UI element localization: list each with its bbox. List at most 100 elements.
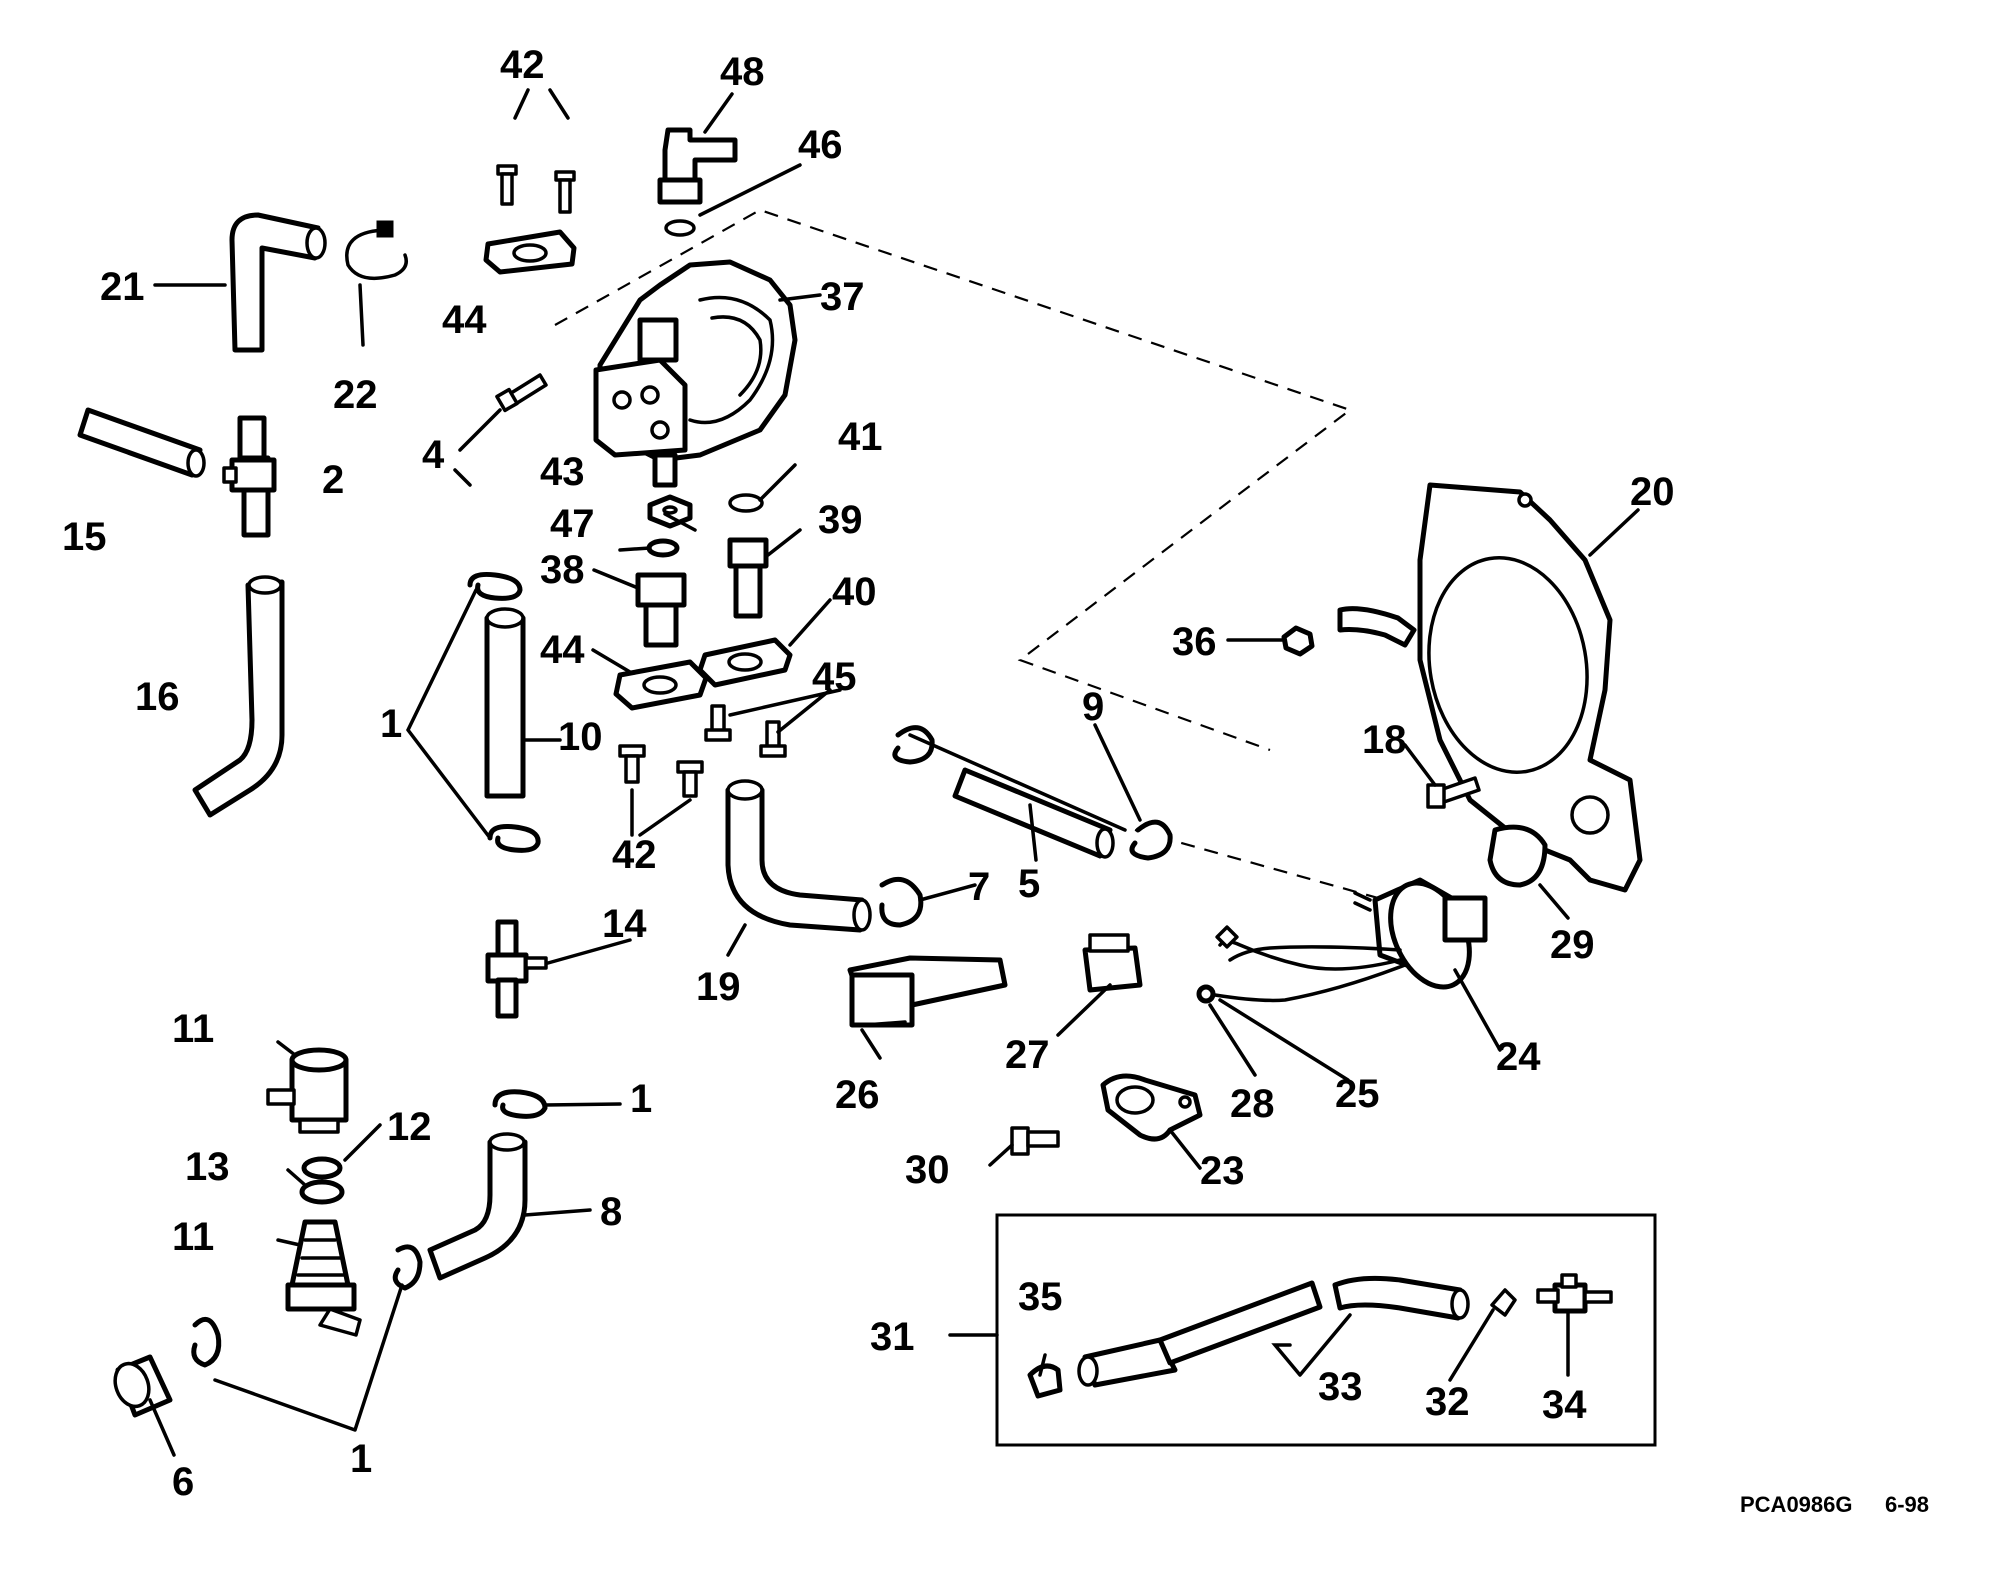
part-44-gasket-top: [483, 229, 577, 275]
callout-18: 18: [1362, 718, 1407, 762]
callout-39: 39: [818, 498, 863, 542]
callout-47: 47: [550, 502, 595, 546]
callout-38: 38: [540, 548, 585, 592]
part-2-tee-fitting: [222, 415, 277, 538]
callout-5: 5: [1018, 862, 1040, 906]
part-16-hose: [192, 575, 285, 818]
part-47-o-ring: [646, 538, 680, 558]
part-25-wire-leads: [1213, 939, 1407, 1003]
figure-code: PCA0986G: [1740, 1492, 1853, 1517]
part-10-hose: [484, 607, 526, 799]
callout-10: 10: [558, 715, 603, 759]
part-36-nut: [1281, 625, 1315, 657]
part-48-elbow-fitting: [657, 127, 738, 205]
callout-28: 28: [1230, 1082, 1275, 1126]
part-41-o-ring: [728, 493, 764, 513]
part-43-nut: [647, 494, 693, 529]
part-38-fitting: [635, 572, 687, 648]
callout-42-top: 42: [500, 43, 545, 87]
callout-37: 37: [820, 275, 865, 319]
callout-23: 23: [1200, 1149, 1245, 1193]
callout-42-lower: 42: [612, 833, 657, 877]
callout-labels: 42 48 46 37 21 44 22 4 2 15 41 43 39 47 …: [62, 43, 1675, 1504]
callout-24: 24: [1496, 1035, 1541, 1079]
callout-11-lower: 11: [172, 1215, 214, 1259]
part-19-hose: [725, 779, 872, 933]
callout-31: 31: [870, 1315, 915, 1359]
part-15-hose: [77, 407, 206, 478]
part-31-kit-box: [995, 1213, 1657, 1447]
part-21-elbow-hose: [229, 212, 321, 353]
part-8-hose: [427, 1132, 528, 1281]
part-33-hoses: [1077, 1275, 1470, 1388]
callout-40: 40: [832, 570, 877, 614]
callout-14: 14: [602, 902, 647, 946]
callout-1-middle: 1: [380, 702, 402, 746]
callout-19: 19: [696, 965, 741, 1009]
callout-15: 15: [62, 515, 107, 559]
part-25-terminal: [1215, 925, 1239, 949]
callout-21: 21: [100, 265, 145, 309]
callout-25: 25: [1335, 1072, 1380, 1116]
callout-32: 32: [1425, 1380, 1470, 1424]
part-39-fitting: [727, 537, 769, 619]
part-11-filter-cap: [266, 1047, 349, 1134]
part-34-valve: [1536, 1273, 1613, 1314]
callout-16: 16: [135, 675, 180, 719]
callout-48: 48: [720, 50, 765, 94]
part-9-clamp-left: [892, 725, 935, 765]
part-20-hose-stub: [1337, 606, 1417, 648]
callout-8: 8: [600, 1190, 622, 1234]
part-21-hose-end: [305, 226, 327, 260]
callout-45: 45: [812, 655, 857, 699]
callout-34: 34: [1542, 1383, 1587, 1427]
callout-13: 13: [185, 1145, 230, 1189]
part-27-connector: [1082, 933, 1143, 993]
part-29-grommet: [1487, 824, 1548, 888]
part-44-gasket-lower: [613, 659, 709, 711]
part-42-screws-lower: [618, 744, 704, 798]
part-13-o-ring: [299, 1179, 345, 1205]
callout-6: 6: [172, 1460, 194, 1504]
part-1-clamp-filter-right: [392, 1244, 423, 1291]
part-7-clamp: [879, 876, 924, 928]
part-14-tee: [485, 919, 548, 1019]
callout-35: 35: [1018, 1275, 1063, 1319]
callout-27: 27: [1005, 1033, 1050, 1077]
callout-26: 26: [835, 1073, 880, 1117]
part-32-clamp: [1490, 1288, 1517, 1317]
callout-44-lower: 44: [540, 628, 585, 672]
callout-33: 33: [1318, 1365, 1363, 1409]
part-9-clamp-right: [1129, 819, 1173, 861]
part-1-clamp-lower: [487, 824, 541, 853]
part-1-clamp-hose-8: [492, 1089, 548, 1119]
part-30-screw: [1010, 1126, 1060, 1156]
callout-36: 36: [1172, 620, 1217, 664]
part-24-fuel-valve: [1353, 877, 1488, 990]
callout-30: 30: [905, 1148, 950, 1192]
part-1-clamp-upper: [467, 572, 523, 601]
callout-4: 4: [422, 433, 445, 477]
callout-2: 2: [322, 458, 344, 502]
callout-9: 9: [1082, 685, 1104, 729]
callout-43: 43: [540, 450, 585, 494]
part-4-screw: [495, 373, 548, 413]
part-35-clamp: [1027, 1363, 1063, 1399]
part-18-bolt: [1426, 776, 1481, 809]
callout-1-bottom: 1: [350, 1437, 372, 1481]
callout-44-top: 44: [442, 298, 487, 342]
part-37-fuel-pump: [593, 259, 798, 488]
callout-41: 41: [838, 415, 883, 459]
part-40-gasket: [697, 637, 793, 688]
figure-date: 6-98: [1885, 1492, 1929, 1517]
callout-20: 20: [1630, 470, 1675, 514]
callout-11-top: 11: [172, 1007, 214, 1051]
part-22-clamp: [345, 220, 408, 281]
part-1-clamp-filter-left: [191, 1316, 222, 1368]
part-12-o-ring: [301, 1156, 343, 1180]
callout-1-hose-8: 1: [630, 1077, 652, 1121]
leader-lines: [148, 88, 1640, 1457]
part-46-o-ring: [664, 219, 696, 237]
callout-7: 7: [968, 865, 990, 909]
part-26-connector: [847, 955, 1008, 1028]
